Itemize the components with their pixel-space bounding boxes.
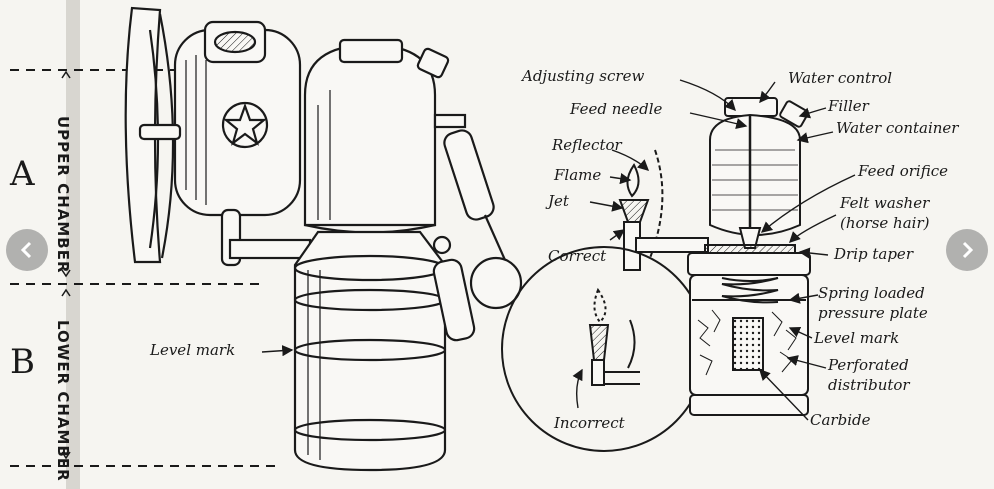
incorrect-label: Incorrect <box>554 414 625 432</box>
level-mark-right-label: Level mark <box>814 329 900 347</box>
lower-chamber-label: LOWER CHAMBER <box>54 320 72 482</box>
feed-orifice-label: Feed orifice <box>858 162 948 180</box>
lamp-cross-section <box>687 97 811 416</box>
leader-arrows <box>261 79 856 421</box>
perforated-label: Perforated <box>828 356 909 374</box>
level-mark-left-label: Level mark <box>150 341 236 359</box>
chamber-b-label: B <box>10 342 35 382</box>
spring-plate-label: Spring loaded <box>818 284 925 302</box>
chevron-right-icon <box>962 241 974 259</box>
filler-label: Filler <box>828 97 869 115</box>
next-image-button[interactable] <box>946 229 988 271</box>
adjusting-screw-label: Adjusting screw <box>522 67 645 85</box>
burner-detail <box>501 149 709 452</box>
water-container <box>709 113 801 236</box>
chamber-a-label: A <box>10 154 35 194</box>
feed-needle-label: Feed needle <box>570 100 663 118</box>
felt-washer-label: Felt washer <box>840 194 930 212</box>
water-control-label: Water control <box>788 69 893 87</box>
lamp-assembly <box>124 6 523 472</box>
water-container-label: Water container <box>836 119 959 137</box>
previous-image-button[interactable] <box>6 229 48 271</box>
felt-washer-material-label: (horse hair) <box>840 214 930 232</box>
distributor-label: distributor <box>828 376 910 394</box>
chevron-left-icon <box>20 241 32 259</box>
reflector-label: Reflector <box>552 136 622 154</box>
chamber-dimension-ticks <box>61 70 71 460</box>
upper-chamber-label: UPPER CHAMBER <box>54 116 72 274</box>
page-edge-strip <box>66 0 80 489</box>
jet-label: Jet <box>548 192 569 210</box>
correct-label: Correct <box>548 247 607 265</box>
lower-chamber-body <box>293 230 447 472</box>
carbide-label: Carbide <box>810 411 871 429</box>
drip-taper-label: Drip taper <box>834 245 913 263</box>
flame-label: Flame <box>554 166 602 184</box>
upper-chamber-body <box>303 43 437 227</box>
pressure-plate-label: pressure plate <box>818 304 928 322</box>
